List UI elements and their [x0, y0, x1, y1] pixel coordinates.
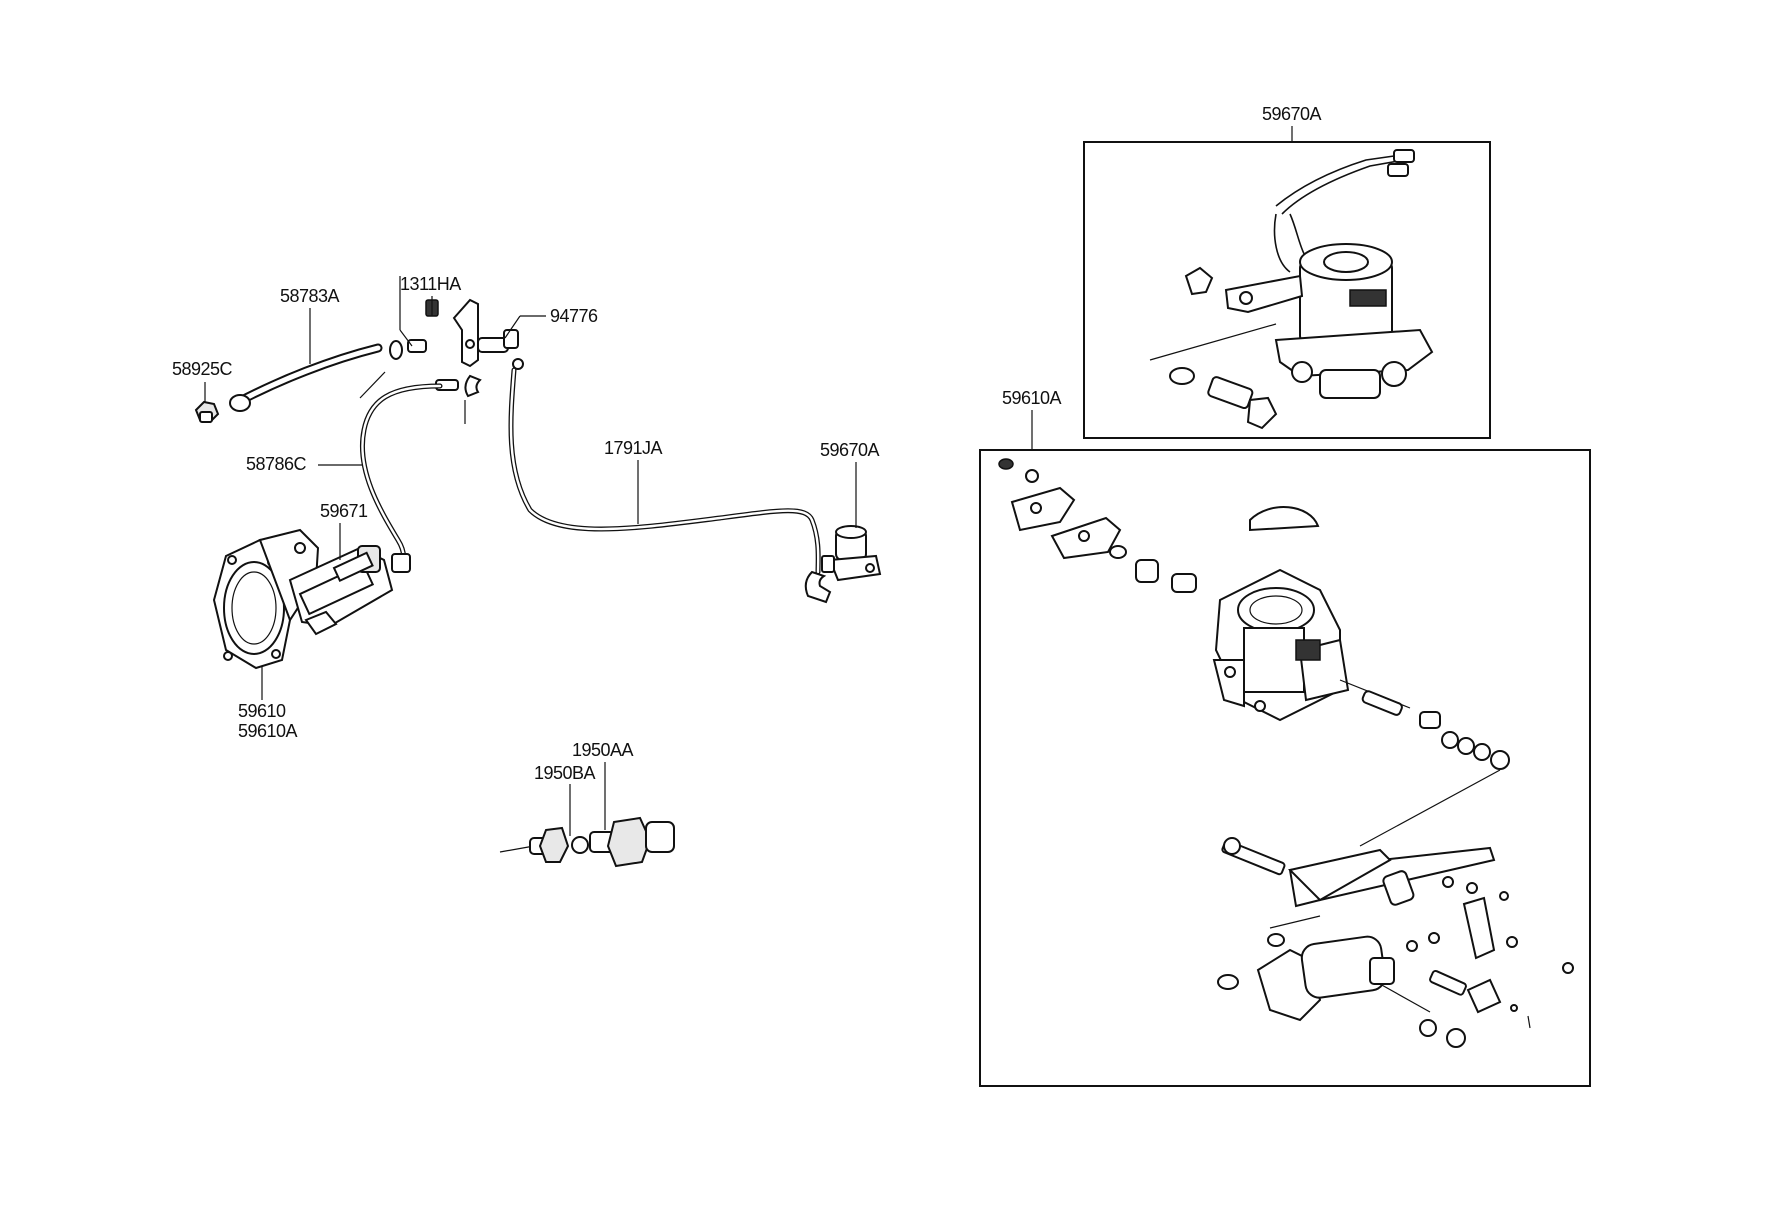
booster-detail-icon[interactable] — [998, 458, 1574, 1048]
brake-line-1791ja-icon[interactable] — [508, 367, 832, 604]
booster-detail-box — [979, 449, 1591, 1087]
solenoid-detail-box — [1083, 141, 1491, 439]
label-58786c: 58786C — [246, 454, 307, 474]
pressure-switch-icon[interactable] — [499, 816, 675, 868]
label-1950aa: 1950AA — [572, 740, 634, 760]
label-1311ha: 1311HA — [400, 274, 461, 294]
bracket-icon — [452, 298, 479, 368]
label-59670a-box: 59670A — [1262, 104, 1322, 124]
label-1950ba: 1950BA — [534, 763, 596, 783]
label-59670a-small: 59670A — [820, 440, 880, 460]
hose-58783a-icon[interactable] — [229, 343, 383, 412]
solenoid-valve-icon[interactable] — [821, 525, 882, 582]
brake-line-58786c-icon[interactable] — [359, 383, 443, 573]
brake-booster-icon[interactable] — [212, 528, 411, 670]
fitting-58925c-icon[interactable] — [194, 400, 220, 424]
elbow-fitting-icon — [435, 374, 482, 398]
label-59610a-box: 59610A — [1002, 388, 1062, 408]
label-59671: 59671 — [320, 501, 368, 521]
label-58783a: 58783A — [280, 286, 340, 306]
label-59610a-left: 59610A — [238, 721, 298, 741]
label-1791ja: 1791JA — [604, 438, 663, 458]
fitting-94776-icon[interactable] — [477, 329, 524, 370]
clamp-icon — [389, 299, 439, 360]
label-58925c: 58925C — [172, 359, 233, 379]
label-94776: 94776 — [550, 306, 598, 326]
solenoid-detail-icon[interactable] — [1149, 149, 1434, 430]
label-59610: 59610 — [238, 701, 286, 721]
